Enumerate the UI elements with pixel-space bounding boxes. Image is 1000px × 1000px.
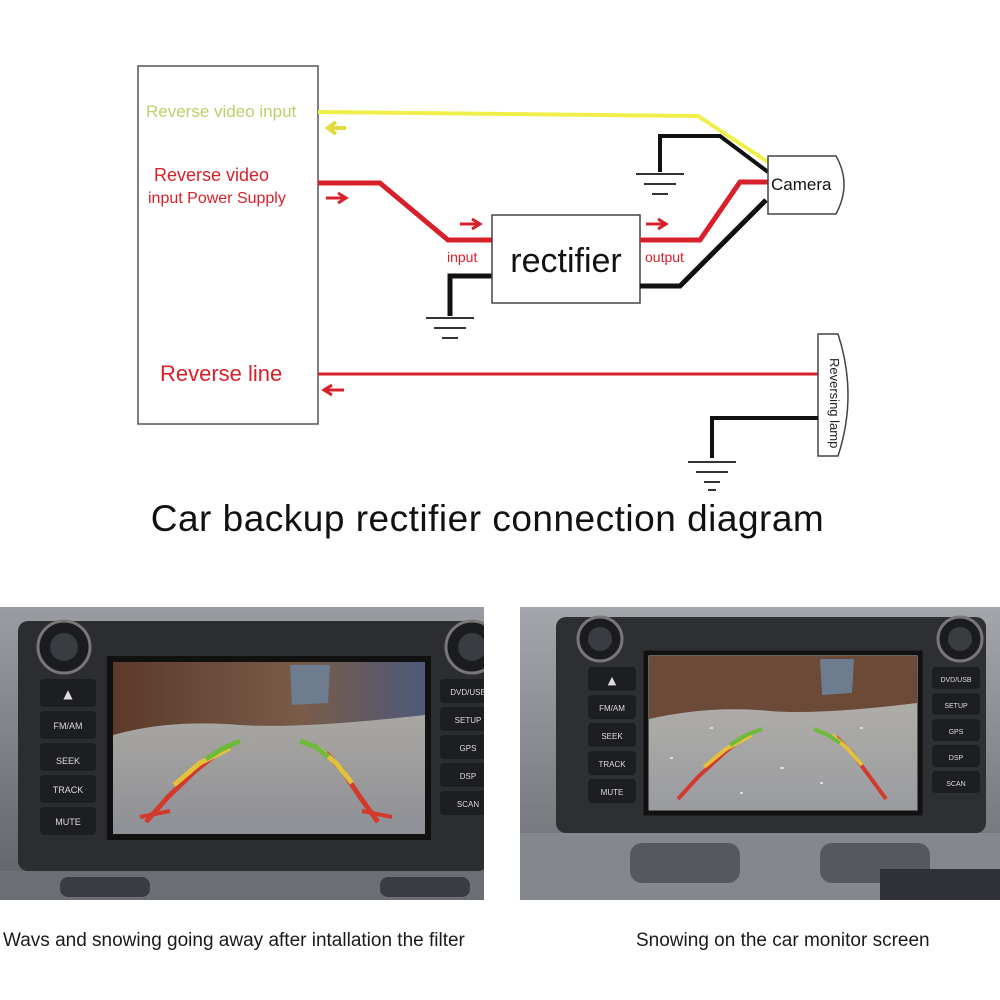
mute-button-label: MUTE [55,817,81,827]
caption-after-filter: Wavs and snowing going away after intall… [3,930,465,951]
power-wire-out [640,179,768,243]
reverse-video-power-label-2: input Power Supply [148,190,286,207]
ground-icon [636,173,684,195]
video-arrow-icon [324,120,346,136]
reverse-video-input-label: Reverse video input [146,102,297,121]
left-button-column: ▲ FM/AM SEEK TRACK MUTE [588,667,636,803]
camera-ground-wire [658,134,770,174]
fm-am-button-label: FM/AM [599,704,625,713]
rectifier-ground-wire [447,273,492,316]
power-wire-in [318,180,492,243]
right-button-column: DVD/USB SETUP GPS DSP SCAN [932,667,980,793]
lamp-ground-wire [710,416,818,458]
dsp-button-label: DSP [460,772,476,781]
camera-icon [767,155,845,215]
dvd-usb-button-label: DVD/USB [940,677,971,684]
reversing-lamp-icon [817,333,849,457]
gps-button-label: GPS [949,729,964,736]
reverse-arrow-icon [321,383,344,397]
head-unit-photo-before: ▲ FM/AM SEEK TRACK MUTE DVD/USB SETUP GP… [520,607,1000,900]
connection-diagram: Reverse video input Reverse video input … [137,65,849,491]
setup-button-label: SETUP [455,716,482,725]
gps-button-label: GPS [460,744,477,753]
track-button-label: TRACK [598,760,626,769]
output-label: output [645,249,684,265]
scan-button-label: SCAN [946,781,965,788]
right-button-column: DVD/USB SETUP GPS DSP SCAN [440,679,484,815]
seek-button-label: SEEK [56,756,80,766]
reverse-line-label: Reverse line [160,361,282,386]
mute-button-label: MUTE [601,788,624,797]
ground-icon [688,461,736,491]
reverse-video-power-label-1: Reverse video [154,165,269,185]
reversing-lamp-label: Reversing lamp [827,358,842,448]
fm-am-button-label: FM/AM [54,721,83,731]
input-arrow-icon [460,217,483,231]
eject-icon: ▲ [608,674,617,687]
caption-before-filter: Snowing on the car monitor screen [636,930,930,951]
left-button-column: ▲ FM/AM SEEK TRACK MUTE [40,679,96,835]
scan-button-label: SCAN [457,800,479,809]
ground-icon [426,317,474,339]
dvd-usb-button-label: DVD/USB [450,688,484,697]
head-unit-photo-after: ▲ FM/AM SEEK TRACK MUTE DVD/USB SETUP GP… [0,607,484,900]
rectifier-label: rectifier [510,242,621,280]
video-wire [317,110,770,164]
head-unit-box [137,65,319,425]
rectifier-box [491,214,641,304]
track-button-label: TRACK [53,785,84,795]
camera-label: Camera [771,175,832,194]
dsp-button-label: DSP [949,755,964,762]
ground-wire-out [640,198,768,289]
seek-button-label: SEEK [601,732,623,741]
diagram-title: Car backup rectifier connection diagram [150,498,825,539]
output-arrow-icon [646,217,669,231]
input-label: input [447,249,477,265]
eject-icon: ▲ [63,687,73,701]
power-arrow-icon [326,191,349,205]
setup-button-label: SETUP [944,703,968,710]
